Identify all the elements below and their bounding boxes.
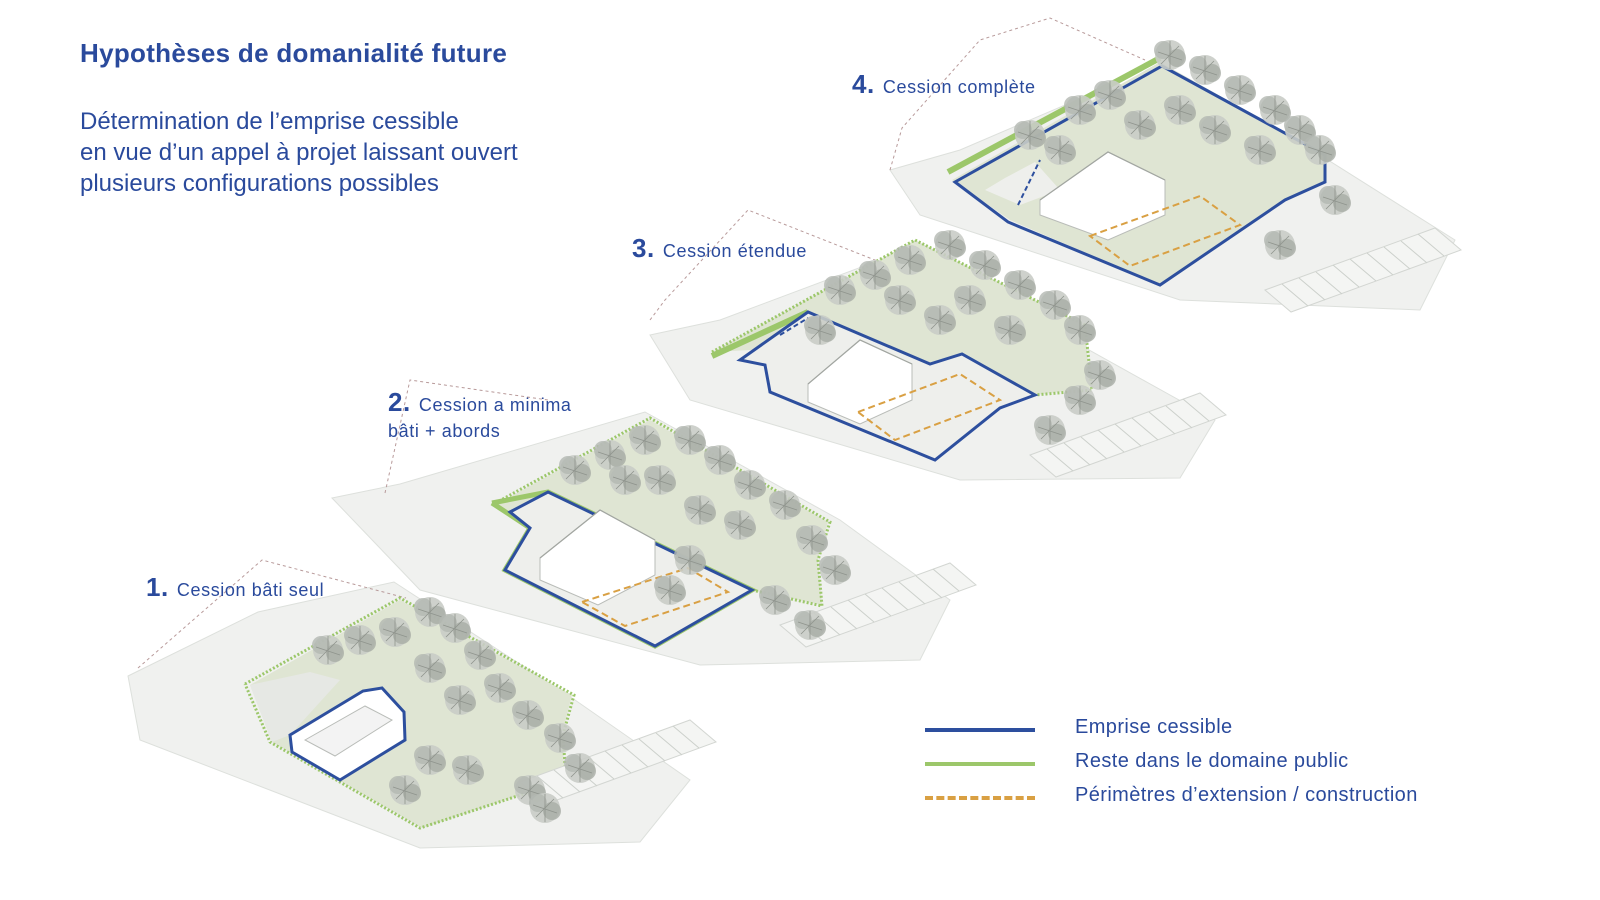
scenario-number: 2. [388, 387, 411, 417]
scenario-title: Cession a minima [418, 395, 572, 415]
subtitle-line: Détermination de l’emprise cessible [80, 108, 459, 135]
legend-swatch-blue [925, 728, 1035, 732]
scenario-title: Cession étendue [662, 241, 807, 261]
page-title: Hypothèses de domanialité future [80, 38, 508, 68]
scenario-title: Cession complète [882, 77, 1036, 97]
legend: Emprise cessible Reste dans le domaine p… [925, 716, 1545, 818]
scenario-label-4: 4. Cession complète [852, 69, 1036, 100]
scenario-title: Cession bâti seul [176, 580, 325, 600]
scenario-subtitle: bâti + abords [388, 421, 501, 441]
scenario-number: 4. [852, 69, 875, 99]
subtitle-line: en vue d’un appel à projet laissant ouve… [80, 139, 518, 166]
legend-swatch-orange-dashed [925, 796, 1035, 800]
plan-scenario-1 [127, 559, 717, 849]
subtitle-line: plusieurs configurations possibles [80, 170, 439, 197]
scenario-label-3: 3. Cession étendue [632, 233, 807, 264]
scenario-label-2: 2. Cession a minima bâti + abords [388, 389, 572, 444]
plan-scenario-3 [649, 209, 1227, 481]
legend-item-emprise-cessible: Emprise cessible [925, 716, 1545, 750]
scenario-number: 1. [146, 572, 169, 602]
legend-label: Reste dans le domaine public [1075, 750, 1349, 772]
scenario-number: 3. [632, 233, 655, 263]
plan-scenario-2 [331, 379, 977, 666]
legend-label: Périmètres d’extension / construction [1075, 784, 1418, 806]
legend-swatch-green [925, 762, 1035, 766]
legend-item-extension: Périmètres d’extension / construction [925, 784, 1545, 818]
scenario-label-1: 1. Cession bâti seul [146, 572, 324, 603]
legend-label: Emprise cessible [1075, 716, 1233, 738]
plan-scenario-4 [889, 17, 1462, 313]
page-subtitle: Détermination de l’emprise cessible en v… [80, 106, 518, 199]
legend-item-domaine-public: Reste dans le domaine public [925, 750, 1545, 784]
